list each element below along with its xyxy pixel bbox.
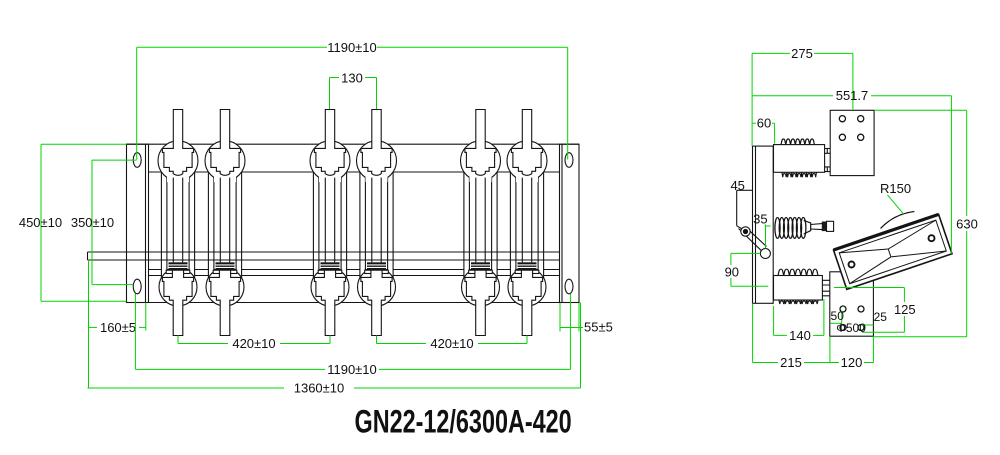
svg-text:130: 130	[341, 70, 363, 85]
svg-text:420±10: 420±10	[232, 336, 275, 351]
svg-text:120: 120	[841, 355, 863, 370]
svg-text:275: 275	[791, 46, 813, 61]
svg-text:Φ500: Φ500	[836, 321, 866, 335]
svg-text:551.7: 551.7	[836, 88, 869, 103]
svg-text:GN22-12/6300A-420: GN22-12/6300A-420	[355, 403, 572, 439]
svg-text:420±10: 420±10	[430, 336, 473, 351]
svg-text:25: 25	[874, 310, 888, 324]
svg-text:140: 140	[789, 328, 811, 343]
svg-text:1190±10: 1190±10	[327, 362, 377, 377]
svg-text:215: 215	[780, 355, 802, 370]
svg-text:125: 125	[894, 302, 916, 317]
svg-text:1190±10: 1190±10	[327, 40, 377, 55]
svg-text:1360±10: 1360±10	[294, 381, 345, 396]
svg-text:R150: R150	[880, 181, 911, 196]
svg-text:55±5: 55±5	[584, 320, 613, 335]
svg-text:60: 60	[757, 116, 771, 131]
svg-text:450±10: 450±10	[19, 215, 62, 230]
svg-text:45: 45	[730, 178, 744, 193]
svg-text:90: 90	[725, 265, 739, 280]
svg-text:630: 630	[956, 217, 978, 232]
svg-text:35: 35	[753, 212, 767, 227]
svg-text:350±10: 350±10	[71, 215, 114, 230]
svg-text:160±5: 160±5	[100, 320, 136, 335]
svg-text:50: 50	[831, 309, 845, 323]
